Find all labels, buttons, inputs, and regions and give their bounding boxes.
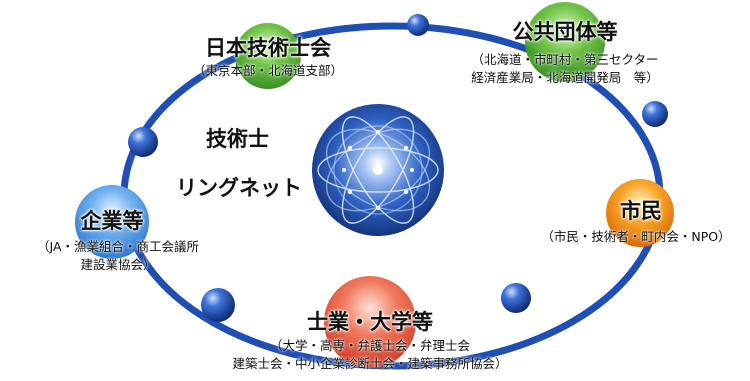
node-sub-public-2: 経済産業局・北海道開発局 等） xyxy=(471,70,659,85)
connector-ball xyxy=(128,127,158,157)
center-label-line2: リングネット xyxy=(176,176,302,200)
node-sub-companies-2: 建設業協会） xyxy=(80,257,156,272)
citizens-circle xyxy=(606,179,674,247)
node-sub-engineers: （東京本部・北海道支部） xyxy=(192,63,343,78)
node-sub-public-1: （北海道・市町村・第三セクター xyxy=(471,52,659,67)
node-sub-citizens: （市民・技術者・町内会・NPO） xyxy=(541,229,731,244)
node-sub-companies-1: （JA・漁業組合・商工会議所 xyxy=(36,239,200,254)
center-label-line1: 技術士 xyxy=(206,127,269,151)
node-title-professions: 士業・大学等 xyxy=(307,310,433,334)
center-globe xyxy=(312,104,444,236)
node-title-public: 公共団体等 xyxy=(512,20,618,44)
connector-ball xyxy=(642,101,668,127)
connector-ball xyxy=(501,283,531,313)
professions-circle xyxy=(324,276,416,368)
node-title-engineers: 日本技術士会 xyxy=(205,36,331,60)
engineers-circle xyxy=(235,23,301,89)
node-sub-professions-2: 建築士会・中小企業診断士会・建築事務所協会） xyxy=(232,356,508,371)
node-title-citizens: 市民 xyxy=(620,199,662,223)
public-circle xyxy=(525,2,605,82)
companies-circle xyxy=(75,185,149,259)
node-title-companies: 企業等 xyxy=(80,209,144,233)
node-sub-professions-1: （大学・高専・弁護士会・弁理士会 xyxy=(269,338,470,353)
connector-ball xyxy=(407,14,429,36)
connector-ball xyxy=(201,288,235,322)
